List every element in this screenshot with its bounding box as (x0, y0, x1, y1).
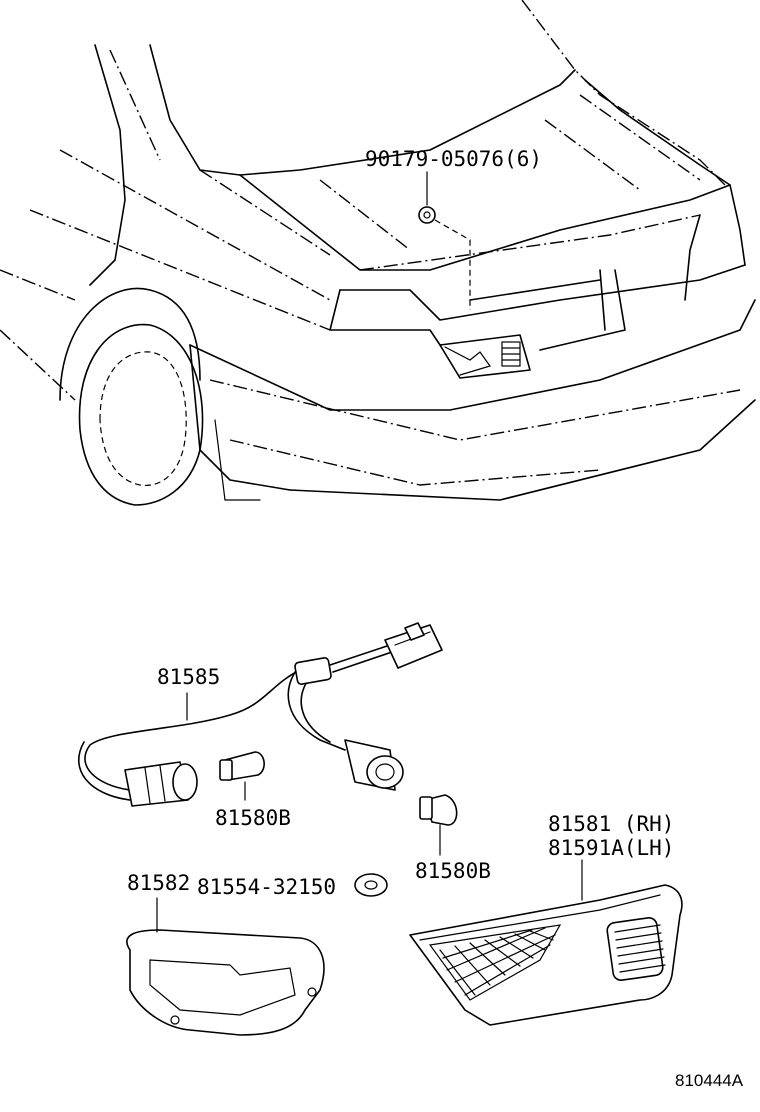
label-nut: 90179-05076(6) (365, 147, 542, 171)
bulb-left-part (219, 751, 265, 801)
wire-harness-part (78, 622, 443, 807)
gasket-part (126, 897, 325, 1036)
label-seal: 81554-32150 (197, 875, 336, 899)
label-lamp-rh: 81581 (RH) (548, 812, 674, 836)
label-bulb-left: 81580B (215, 806, 291, 830)
label-lamp-lh: 81591A(LH) (548, 836, 674, 860)
installed-lamp (439, 334, 531, 379)
nut-part (418, 206, 436, 224)
label-gasket: 81582 (127, 871, 190, 895)
label-harness: 81585 (157, 665, 220, 689)
seal-part (354, 873, 388, 897)
figure-code: 810444A (675, 1071, 744, 1090)
bulb-right-part (419, 794, 458, 856)
label-bulb-right: 81580B (415, 859, 491, 883)
car-rear-illustration (0, 0, 756, 506)
side-lamp-part (409, 859, 683, 1026)
